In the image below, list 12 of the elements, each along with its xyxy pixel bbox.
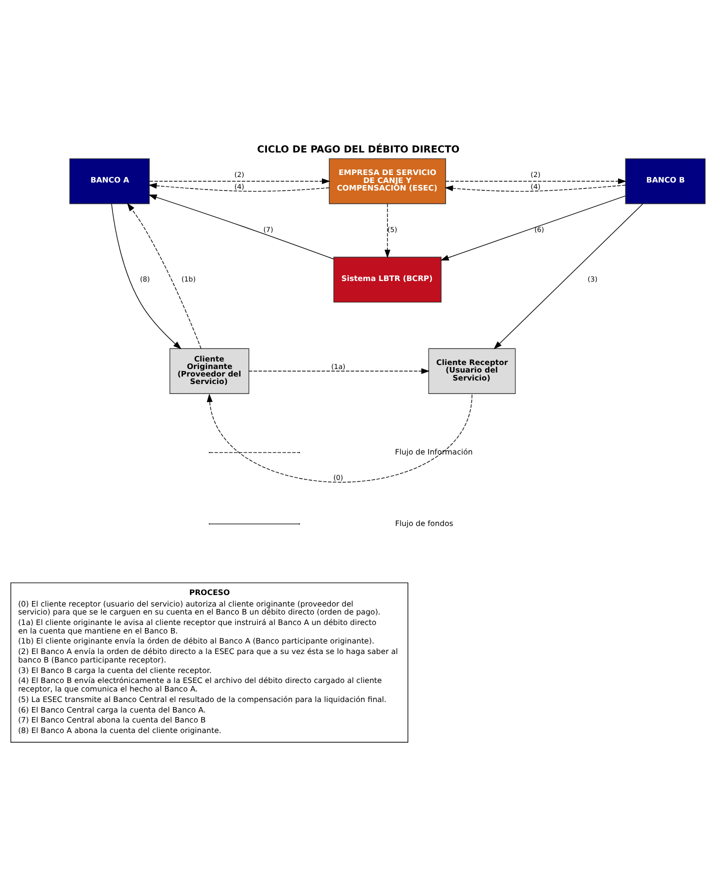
arrow [149,178,330,184]
arrow [494,203,644,349]
arrow [148,194,334,259]
diagram-title: CICLO DE PAGO DEL DÉBITO DIRECTO [257,144,460,156]
arrow [248,368,430,374]
arrow [445,178,626,184]
arrow [111,203,182,349]
arrow [384,203,390,258]
arrow [127,202,202,348]
arrow [148,182,330,192]
arrow [444,184,626,192]
arrow [440,195,626,260]
